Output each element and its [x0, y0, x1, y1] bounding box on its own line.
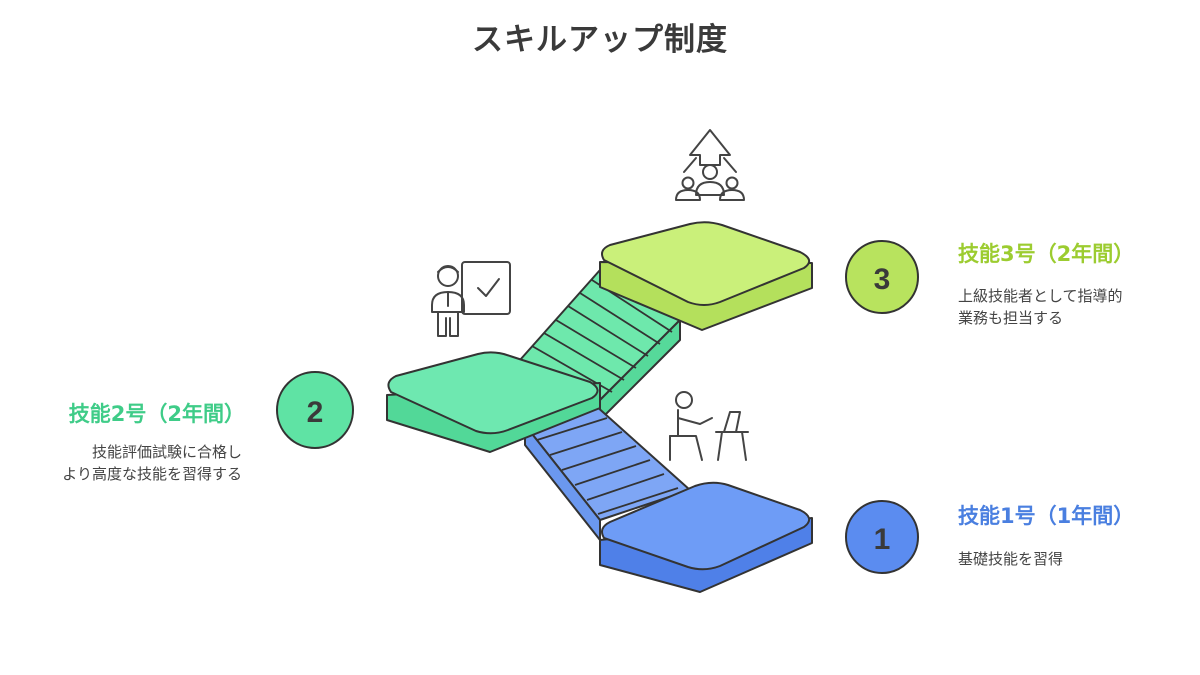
stage-1-desc-line-1: 基礎技能を習得 [958, 550, 1064, 568]
page-title: スキルアップ制度 [472, 22, 728, 58]
platform-stage-3 [599, 221, 813, 331]
stage-1-number-circle: 1 [845, 500, 919, 574]
worker-checklist-icon [431, 261, 511, 337]
stage-3-desc-line-1: 上級技能者として指導的 [958, 287, 1123, 305]
stage-2-desc-line-2: より高度な技能を習得する [62, 465, 242, 483]
stage-3-number: 3 [874, 263, 891, 296]
stage-3-number-circle: 3 [845, 240, 919, 314]
stage-2-number: 2 [307, 396, 324, 429]
platform-stage-2 [386, 351, 601, 453]
platform-stage-1 [599, 481, 813, 593]
stage-3-label: 技能3号（2年間） [958, 242, 1135, 266]
team-growth-icon [675, 129, 745, 201]
stage-1-description: 基礎技能を習得 [958, 548, 1063, 570]
stage-1-label: 技能1号（1年間） [958, 504, 1135, 528]
stage-2-desc-line-1: 技能評価試験に合格し [91, 443, 242, 461]
student-at-desk-icon [669, 391, 749, 461]
stage-2-description: 技能評価試験に合格し より高度な技能を習得する [62, 441, 242, 485]
stage-2-label: 技能2号（2年間） [68, 402, 245, 426]
stage-3-desc-line-2: 業務も担当する [958, 309, 1064, 327]
stage-3-description: 上級技能者として指導的 業務も担当する [958, 285, 1123, 329]
stage-1-number: 1 [874, 523, 891, 556]
stage-2-number-circle: 2 [276, 371, 354, 449]
